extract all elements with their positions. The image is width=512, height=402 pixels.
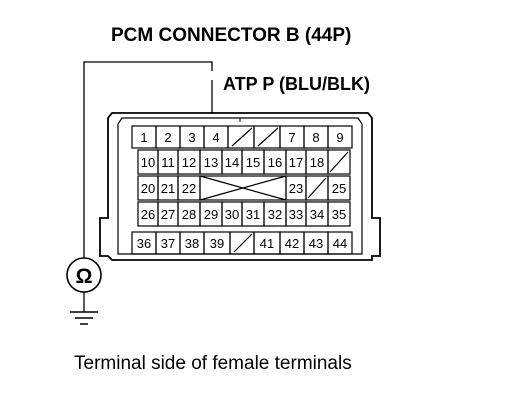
pin-label: 21 xyxy=(161,181,175,196)
pin-label: 8 xyxy=(312,130,319,145)
terminal-label: ATP P (BLU/BLK) xyxy=(223,74,370,94)
pin-row-3 xyxy=(137,175,351,201)
pin-label: 43 xyxy=(309,236,323,251)
pin-label: 13 xyxy=(204,155,218,170)
pin-label: 44 xyxy=(333,236,347,251)
pin-row-1 xyxy=(131,125,353,149)
ground-icon xyxy=(70,311,98,325)
pin-label: 9 xyxy=(336,130,343,145)
pin-label: 32 xyxy=(268,207,282,222)
pin-label: 17 xyxy=(289,155,303,170)
pin-label: 36 xyxy=(137,236,151,251)
pin-label: 11 xyxy=(161,155,175,170)
pin-label: 31 xyxy=(246,207,260,222)
caption: Terminal side of female terminals xyxy=(74,353,352,374)
pin-label: 15 xyxy=(246,155,260,170)
pin-row-4 xyxy=(137,201,351,227)
pin-label: 10 xyxy=(141,155,155,170)
ohm-symbol: Ω xyxy=(76,265,93,288)
pin-label: 26 xyxy=(141,207,155,222)
pin-label: 27 xyxy=(161,207,175,222)
pin-label: 18 xyxy=(310,155,324,170)
pin-labels: 1 2 3 4 7 8 9 10 11 12 13 14 15 16 17 18… xyxy=(137,130,347,251)
pin-label: 39 xyxy=(210,236,224,251)
pin-row-5 xyxy=(131,231,353,255)
pin-label: 12 xyxy=(182,155,196,170)
pin-label: 35 xyxy=(332,207,346,222)
pin-label: 38 xyxy=(185,236,199,251)
pin-label: 14 xyxy=(225,155,239,170)
pin-row-2 xyxy=(137,149,351,175)
pin-grid xyxy=(131,125,353,255)
pin-label: 30 xyxy=(225,207,239,222)
pin-label: 25 xyxy=(332,181,346,196)
pin-label: 7 xyxy=(288,130,295,145)
pin-label: 4 xyxy=(212,130,219,145)
pin-label: 28 xyxy=(182,207,196,222)
pin-label: 34 xyxy=(310,207,324,222)
pin-label: 22 xyxy=(182,181,196,196)
pin-label: 29 xyxy=(204,207,218,222)
pin-label: 42 xyxy=(285,236,299,251)
pin-label: 23 xyxy=(289,181,303,196)
pin-label: 20 xyxy=(141,181,155,196)
pin-label: 33 xyxy=(289,207,303,222)
connector-title: PCM CONNECTOR B (44P) xyxy=(111,25,351,46)
pin-label: 2 xyxy=(164,130,171,145)
pin-label: 41 xyxy=(260,236,274,251)
pin-label: 37 xyxy=(161,236,175,251)
meter-wiring xyxy=(83,61,213,312)
ohmmeter-icon: Ω xyxy=(66,257,102,293)
pin-label: 3 xyxy=(188,130,195,145)
pin-label: 1 xyxy=(140,130,147,145)
pin-label: 16 xyxy=(268,155,282,170)
